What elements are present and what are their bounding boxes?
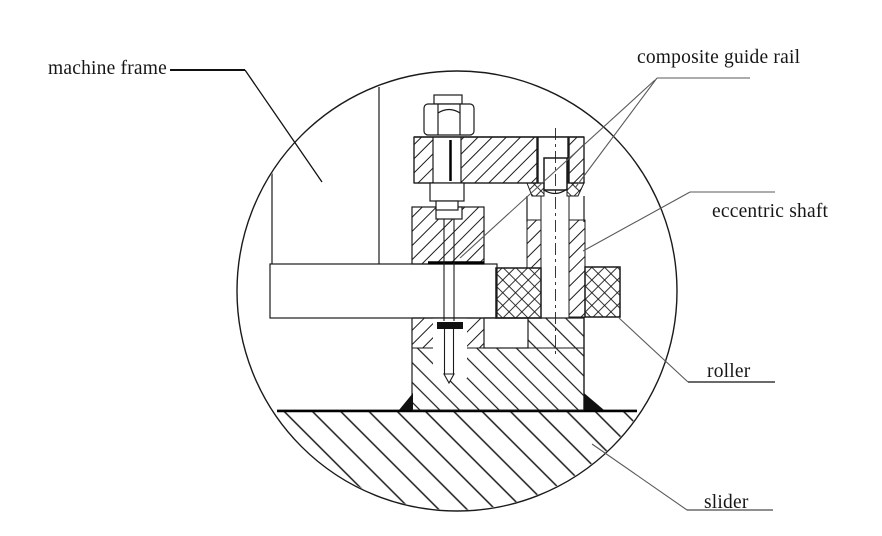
slider-label: slider (704, 492, 749, 513)
eccentric-shaft-part (526, 196, 586, 318)
detail-view-circle (236, 70, 678, 512)
machine-frame-part (269, 87, 498, 319)
callout-roller: roller (618, 317, 775, 383)
composite-guide-rail-label: composite guide rail (637, 47, 801, 68)
v-seat-right (566, 182, 585, 197)
mechanism-section (238, 87, 676, 510)
clamp-bolt (423, 94, 475, 211)
machine-frame-label: machine frame (48, 58, 167, 79)
callout-composite-guide-rail: composite guide rail (459, 47, 801, 259)
callout-slider: slider (591, 443, 773, 513)
lower-stud-bolt (437, 322, 463, 385)
weld-mark-right (584, 393, 604, 410)
pedestal-part (399, 317, 604, 411)
eccentric-shaft-label: eccentric shaft (712, 201, 829, 222)
callout-machine-frame: machine frame (48, 58, 323, 183)
guide-rail-leader-2 (459, 79, 656, 259)
slider-leader (591, 443, 688, 511)
callouts: machine frame composite guide rail eccen… (48, 47, 829, 513)
machine-frame-leader-diagonal (244, 69, 323, 183)
callout-eccentric-shaft: eccentric shaft (582, 191, 829, 252)
roller-right (584, 266, 621, 318)
slider-part (238, 409, 676, 510)
weld-mark-left (399, 393, 413, 410)
eccentric-shaft-leader-diagonal (582, 191, 691, 252)
roller-label: roller (707, 361, 751, 382)
roller-leader (618, 317, 689, 383)
guide-rail-leader-1 (574, 77, 658, 189)
roller-left (495, 267, 542, 319)
